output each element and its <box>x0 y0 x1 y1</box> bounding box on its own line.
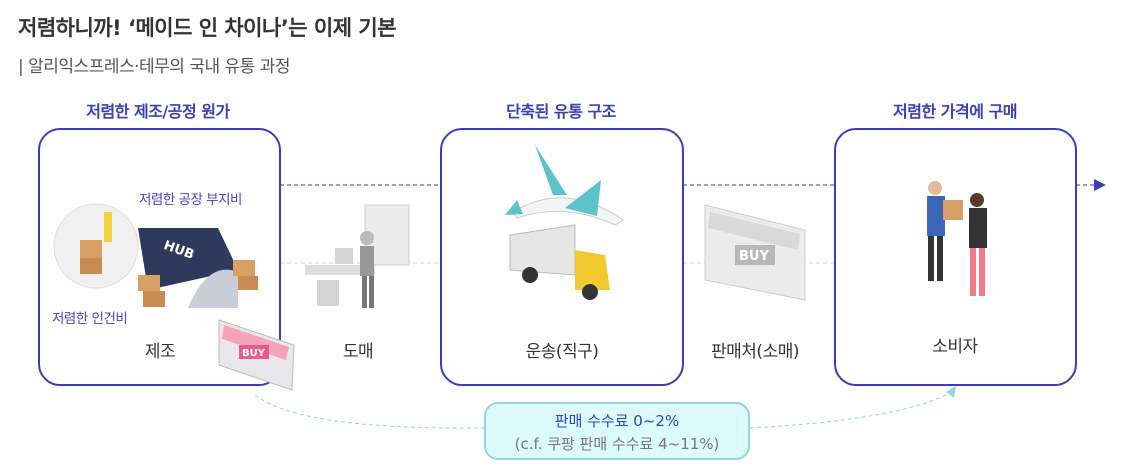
plane-truck-illustration <box>505 145 624 300</box>
retail-store-illustration: BUY <box>704 204 806 301</box>
heading-purchase: 저렴한 가격에 구매 <box>893 102 1017 121</box>
fee-main: 판매 수수료 0~2% <box>554 412 680 430</box>
page-subtitle: | 알리익스프레스·테무의 국내 유통 과정 <box>18 57 291 77</box>
stage-consumer: 소비자 <box>932 337 978 357</box>
consumer-box <box>834 128 1077 386</box>
arrow-head-icon <box>946 386 956 398</box>
stage-retail: 판매처(소매) <box>711 342 799 362</box>
page-title: 저렴하니까! ‘메이드 인 차이나’는 이제 기본 <box>18 16 397 40</box>
buy-screen-illustration: BUY <box>218 319 295 391</box>
buy-sign: BUY <box>739 249 769 264</box>
heading-manufacturing: 저렴한 제조/공정 원가 <box>86 102 230 121</box>
labor-note: 저렴한 인건비 <box>52 311 128 327</box>
fee-comparison: (c.f. 쿠팡 판매 수수료 4~11%) <box>514 435 720 453</box>
fee-callout: 판매 수수료 0~2% (c.f. 쿠팡 판매 수수료 4~11%) <box>484 402 750 460</box>
heading-distribution: 단축된 유통 구조 <box>506 102 616 121</box>
fee-curve <box>749 391 953 429</box>
buy-sign: BUY <box>242 348 266 359</box>
arrow-head-icon <box>1094 179 1106 191</box>
stage-manufacturing: 제조 <box>144 342 176 362</box>
fee-curve <box>254 394 485 429</box>
factory-illustration: HUB <box>53 203 258 308</box>
stage-shipping: 운송(직구) <box>525 342 599 362</box>
consumer-illustration <box>927 181 987 296</box>
wholesale-illustration <box>305 204 410 308</box>
stage-wholesale: 도매 <box>342 342 374 362</box>
factory-land-note: 저렴한 공장 부지비 <box>139 192 242 208</box>
